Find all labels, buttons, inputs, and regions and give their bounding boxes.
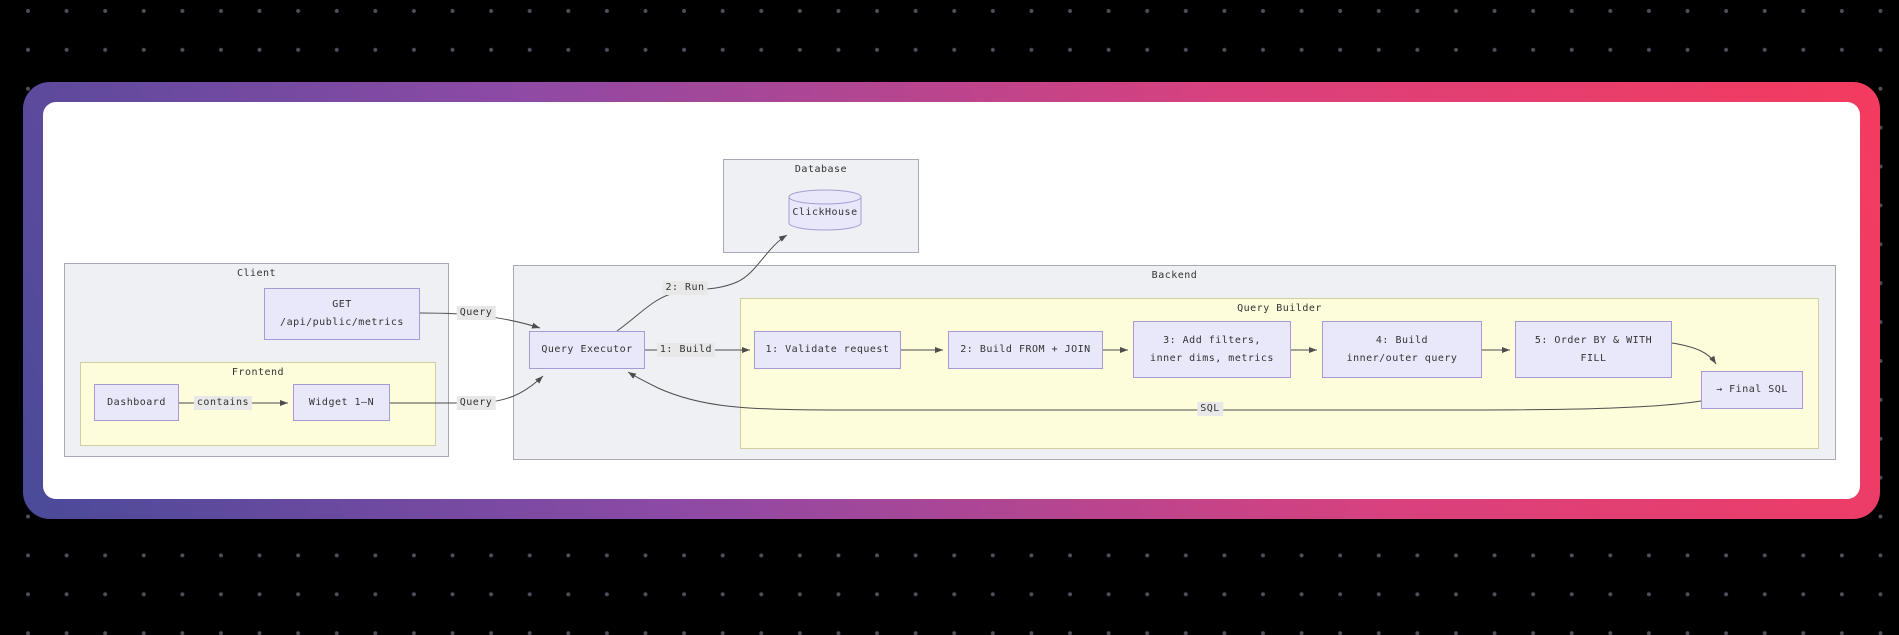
node-widget-label: Widget 1–N <box>308 396 375 408</box>
node-final-sql: → Final SQL <box>1701 371 1803 409</box>
edge-label-sql: SQL <box>1197 402 1223 416</box>
edge-label-build: 1: Build <box>656 343 716 357</box>
cluster-frontend-label: Frontend <box>231 367 285 378</box>
cluster-backend-label: Backend <box>1151 270 1198 281</box>
edge-label-query-top: Query <box>456 306 496 320</box>
node-query-executor: Query Executor <box>529 331 645 369</box>
node-get-endpoint-line2: /api/public/metrics <box>280 317 404 328</box>
cluster-client-label: Client <box>236 268 277 279</box>
node-step5-line1: 5: Order BY & WITH <box>1534 334 1653 346</box>
node-step4-inner-outer: 4: Build inner/outer query <box>1322 321 1482 378</box>
node-step4-line2: inner/outer query <box>1346 352 1458 364</box>
node-final-sql-label: → Final SQL <box>1716 384 1788 395</box>
edge-label-query-bottom: Query <box>456 396 496 410</box>
node-step2-from-join: 2: Build FROM + JOIN <box>948 331 1103 369</box>
node-clickhouse: ClickHouse <box>787 188 863 232</box>
edge-executor-run-clickhouse <box>616 234 788 332</box>
node-get-endpoint-line1: GET <box>332 299 352 310</box>
node-dashboard-label: Dashboard <box>107 396 166 408</box>
node-step3-filters: 3: Add filters, inner dims, metrics <box>1133 321 1291 378</box>
node-query-executor-label: Query Executor <box>541 344 633 355</box>
cluster-database-label: Database <box>794 164 848 175</box>
edge-finalsql-sql-executor <box>627 371 1702 411</box>
node-step5-line2: FILL <box>1580 352 1607 364</box>
edge-step5-finalsql <box>1671 342 1717 365</box>
database-cylinder-icon <box>788 189 862 231</box>
node-step1-validate: 1: Validate request <box>754 331 901 369</box>
node-dashboard: Dashboard <box>94 384 179 421</box>
node-step5-order-by: 5: Order BY & WITH FILL <box>1515 321 1672 378</box>
cluster-database: Database <box>723 159 919 253</box>
node-widget: Widget 1–N <box>293 384 390 421</box>
node-get-endpoint: GET /api/public/metrics <box>264 288 420 340</box>
node-step2-label: 2: Build FROM + JOIN <box>960 344 1091 355</box>
node-step4-line1: 4: Build <box>1375 334 1429 346</box>
node-step3-line1: 3: Add filters, <box>1163 334 1261 346</box>
node-step1-label: 1: Validate request <box>765 344 890 355</box>
cluster-query-builder-label: Query Builder <box>1237 303 1322 314</box>
edge-label-contains: contains <box>193 396 253 410</box>
edge-label-run: 2: Run <box>662 281 708 295</box>
node-step3-line2: inner dims, metrics <box>1150 352 1274 364</box>
node-clickhouse-label: ClickHouse <box>792 207 858 218</box>
